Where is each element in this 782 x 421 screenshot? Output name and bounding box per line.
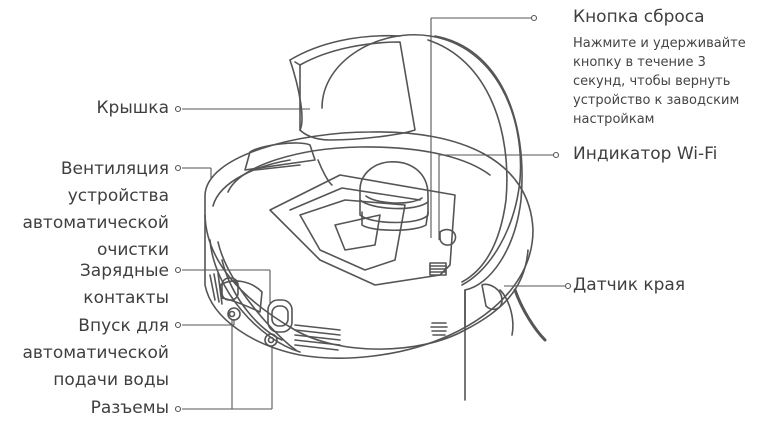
charging-contact-right <box>267 299 293 333</box>
edge-sensor-label: Датчик края <box>573 275 686 295</box>
charging-contact-left <box>221 277 239 301</box>
lid-label: Крышка <box>96 98 169 118</box>
side-vent <box>209 272 341 351</box>
charging-contacts-label: Зарядные контакты <box>79 261 169 308</box>
speaker-grille <box>430 322 448 336</box>
water-inlet-label: Впуск для автоматической подачи воды <box>22 316 169 390</box>
edge-sensor-window <box>481 283 503 311</box>
lidar-turret <box>359 161 429 224</box>
port-hole <box>264 333 278 347</box>
lid-outline <box>321 34 522 286</box>
ports-label: Разъемы <box>90 398 169 418</box>
vent-label: Вентиляция устройства автоматической очи… <box>22 159 169 260</box>
reset-button-title: Кнопка сброса <box>573 7 705 27</box>
reset-button-description: Нажмите и удерживайте кнопку в течение 3… <box>573 36 746 127</box>
wifi-indicator-label: Индикатор Wi-Fi <box>573 144 718 164</box>
